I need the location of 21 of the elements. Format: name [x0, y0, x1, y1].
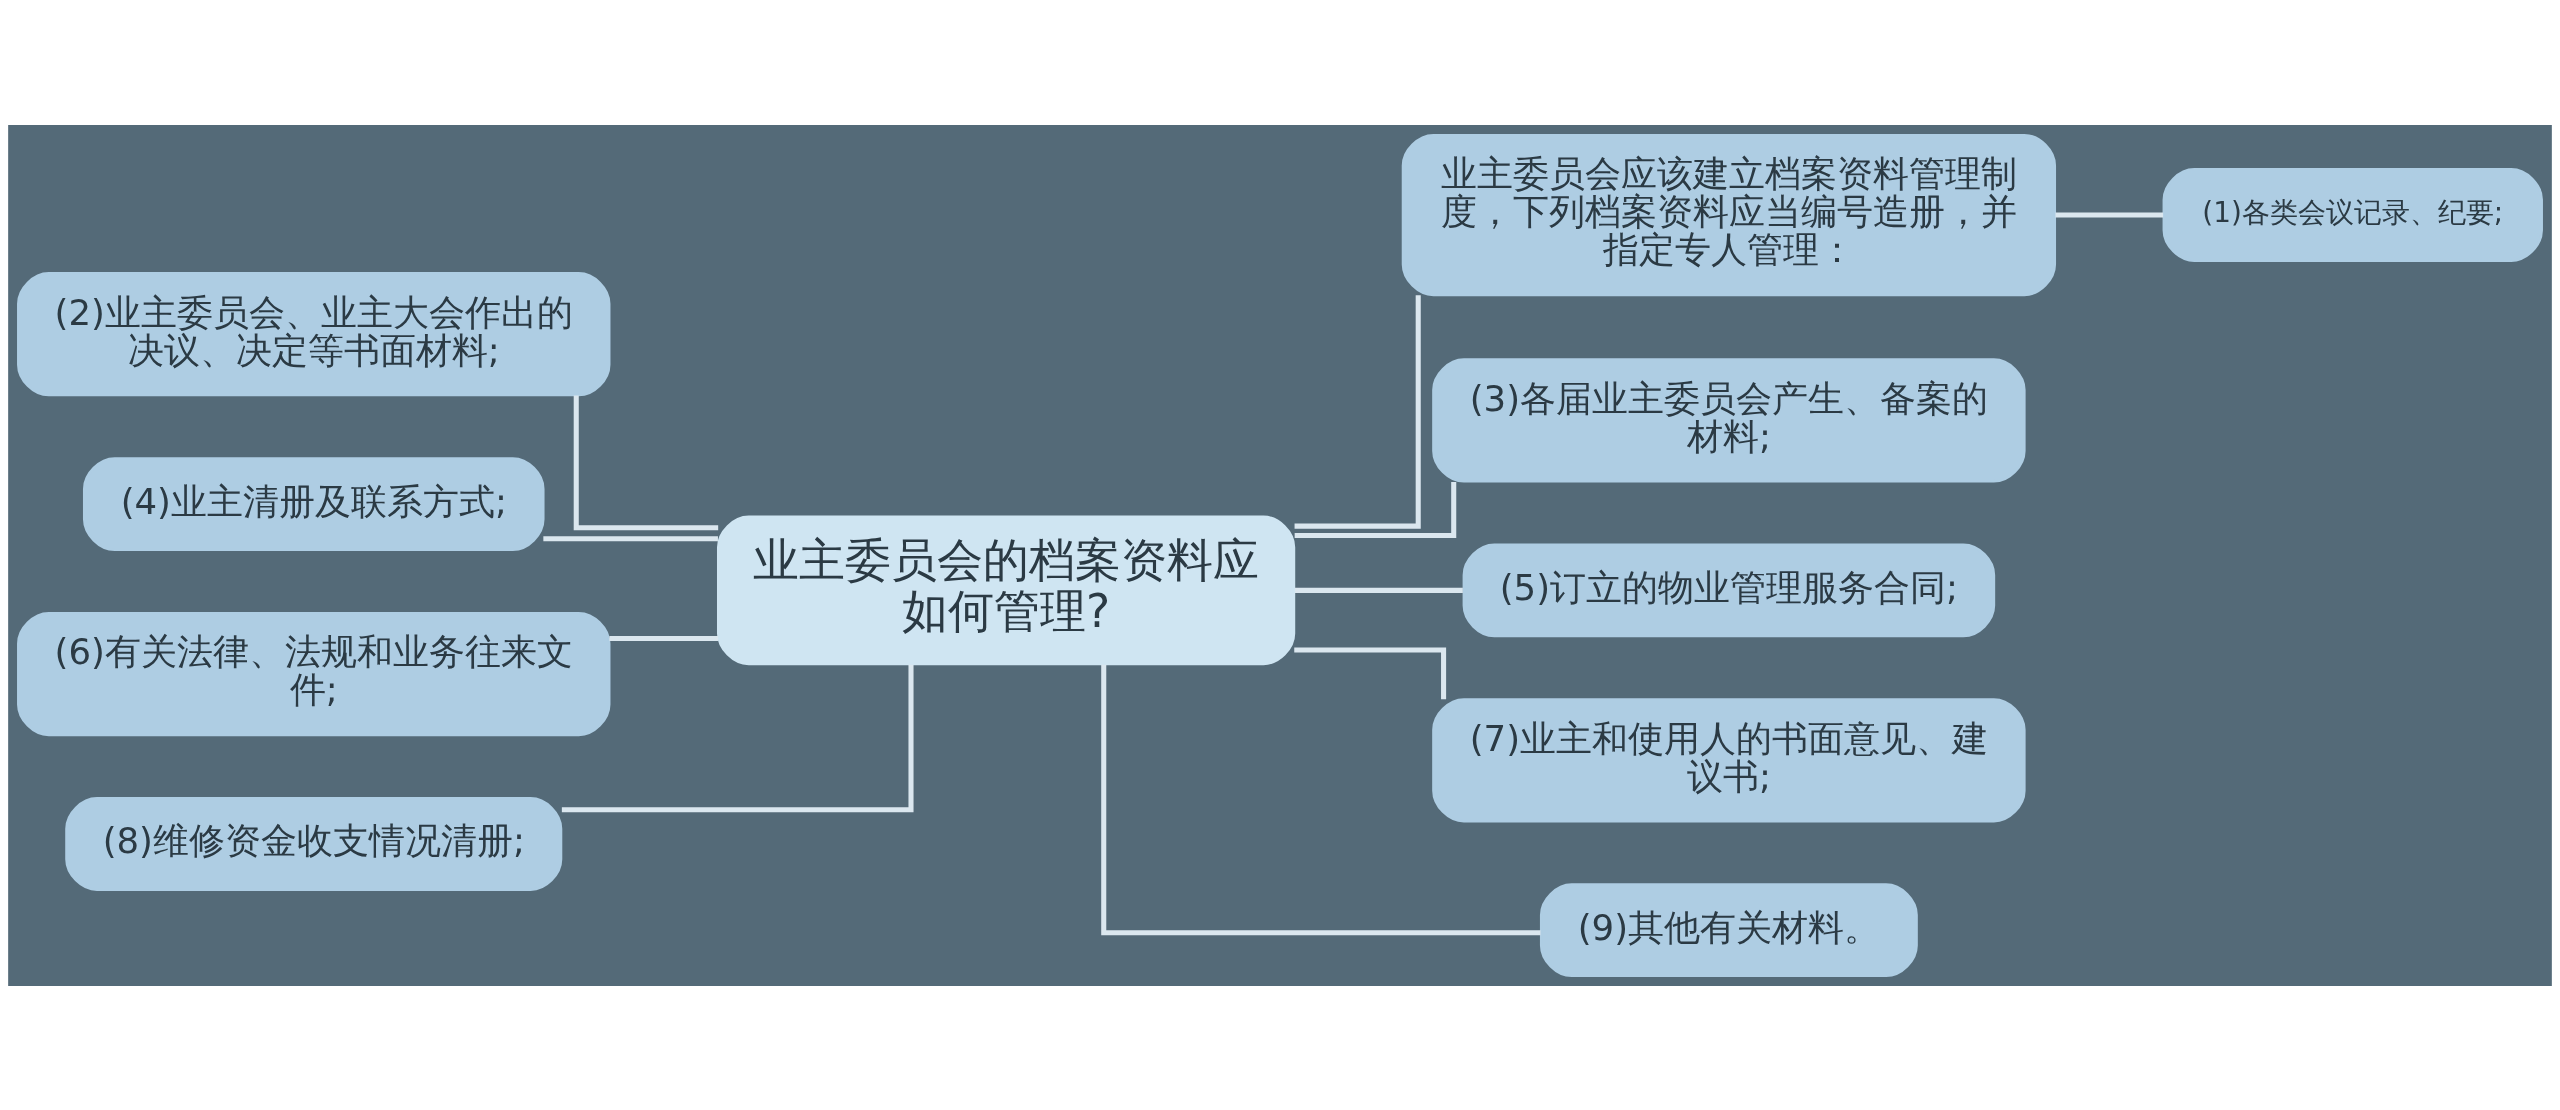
node-box: (4)业主清册及联系方式; [82, 456, 545, 551]
node-box: (5)订立的物业管理服务合同; [1462, 542, 1996, 637]
node-box: 业主委员会应该建立档案资料管理制度，下列档案资料应当编号造册，并指定专人管理： [1401, 133, 2057, 296]
connector [1294, 294, 1421, 529]
connector [561, 664, 914, 812]
connector [1294, 587, 1463, 593]
connector [573, 394, 719, 530]
node-box: (6)有关法律、法规和业务往来文件; [17, 611, 611, 736]
connector [543, 535, 718, 541]
connector [1101, 664, 1541, 935]
node-box: (9)其他有关材料。 [1539, 882, 1918, 977]
node-box: (8)维修资金收支情况清册; [65, 796, 563, 891]
connector [1294, 481, 1457, 538]
node-box: (1)各类会议记录、纪要; [2162, 167, 2543, 262]
node-box: (2)业主委员会、业主大会作出的决议、决定等书面材料; [17, 271, 611, 396]
node-box: 业主委员会的档案资料应如何管理? [717, 515, 1296, 665]
connector [2055, 212, 2164, 218]
connector [609, 635, 719, 641]
node-box: (3)各届业主委员会产生、备案的材料; [1432, 357, 2026, 483]
node-box: (7)业主和使用人的书面意见、建议书; [1432, 697, 2026, 822]
connector [1294, 646, 1447, 699]
